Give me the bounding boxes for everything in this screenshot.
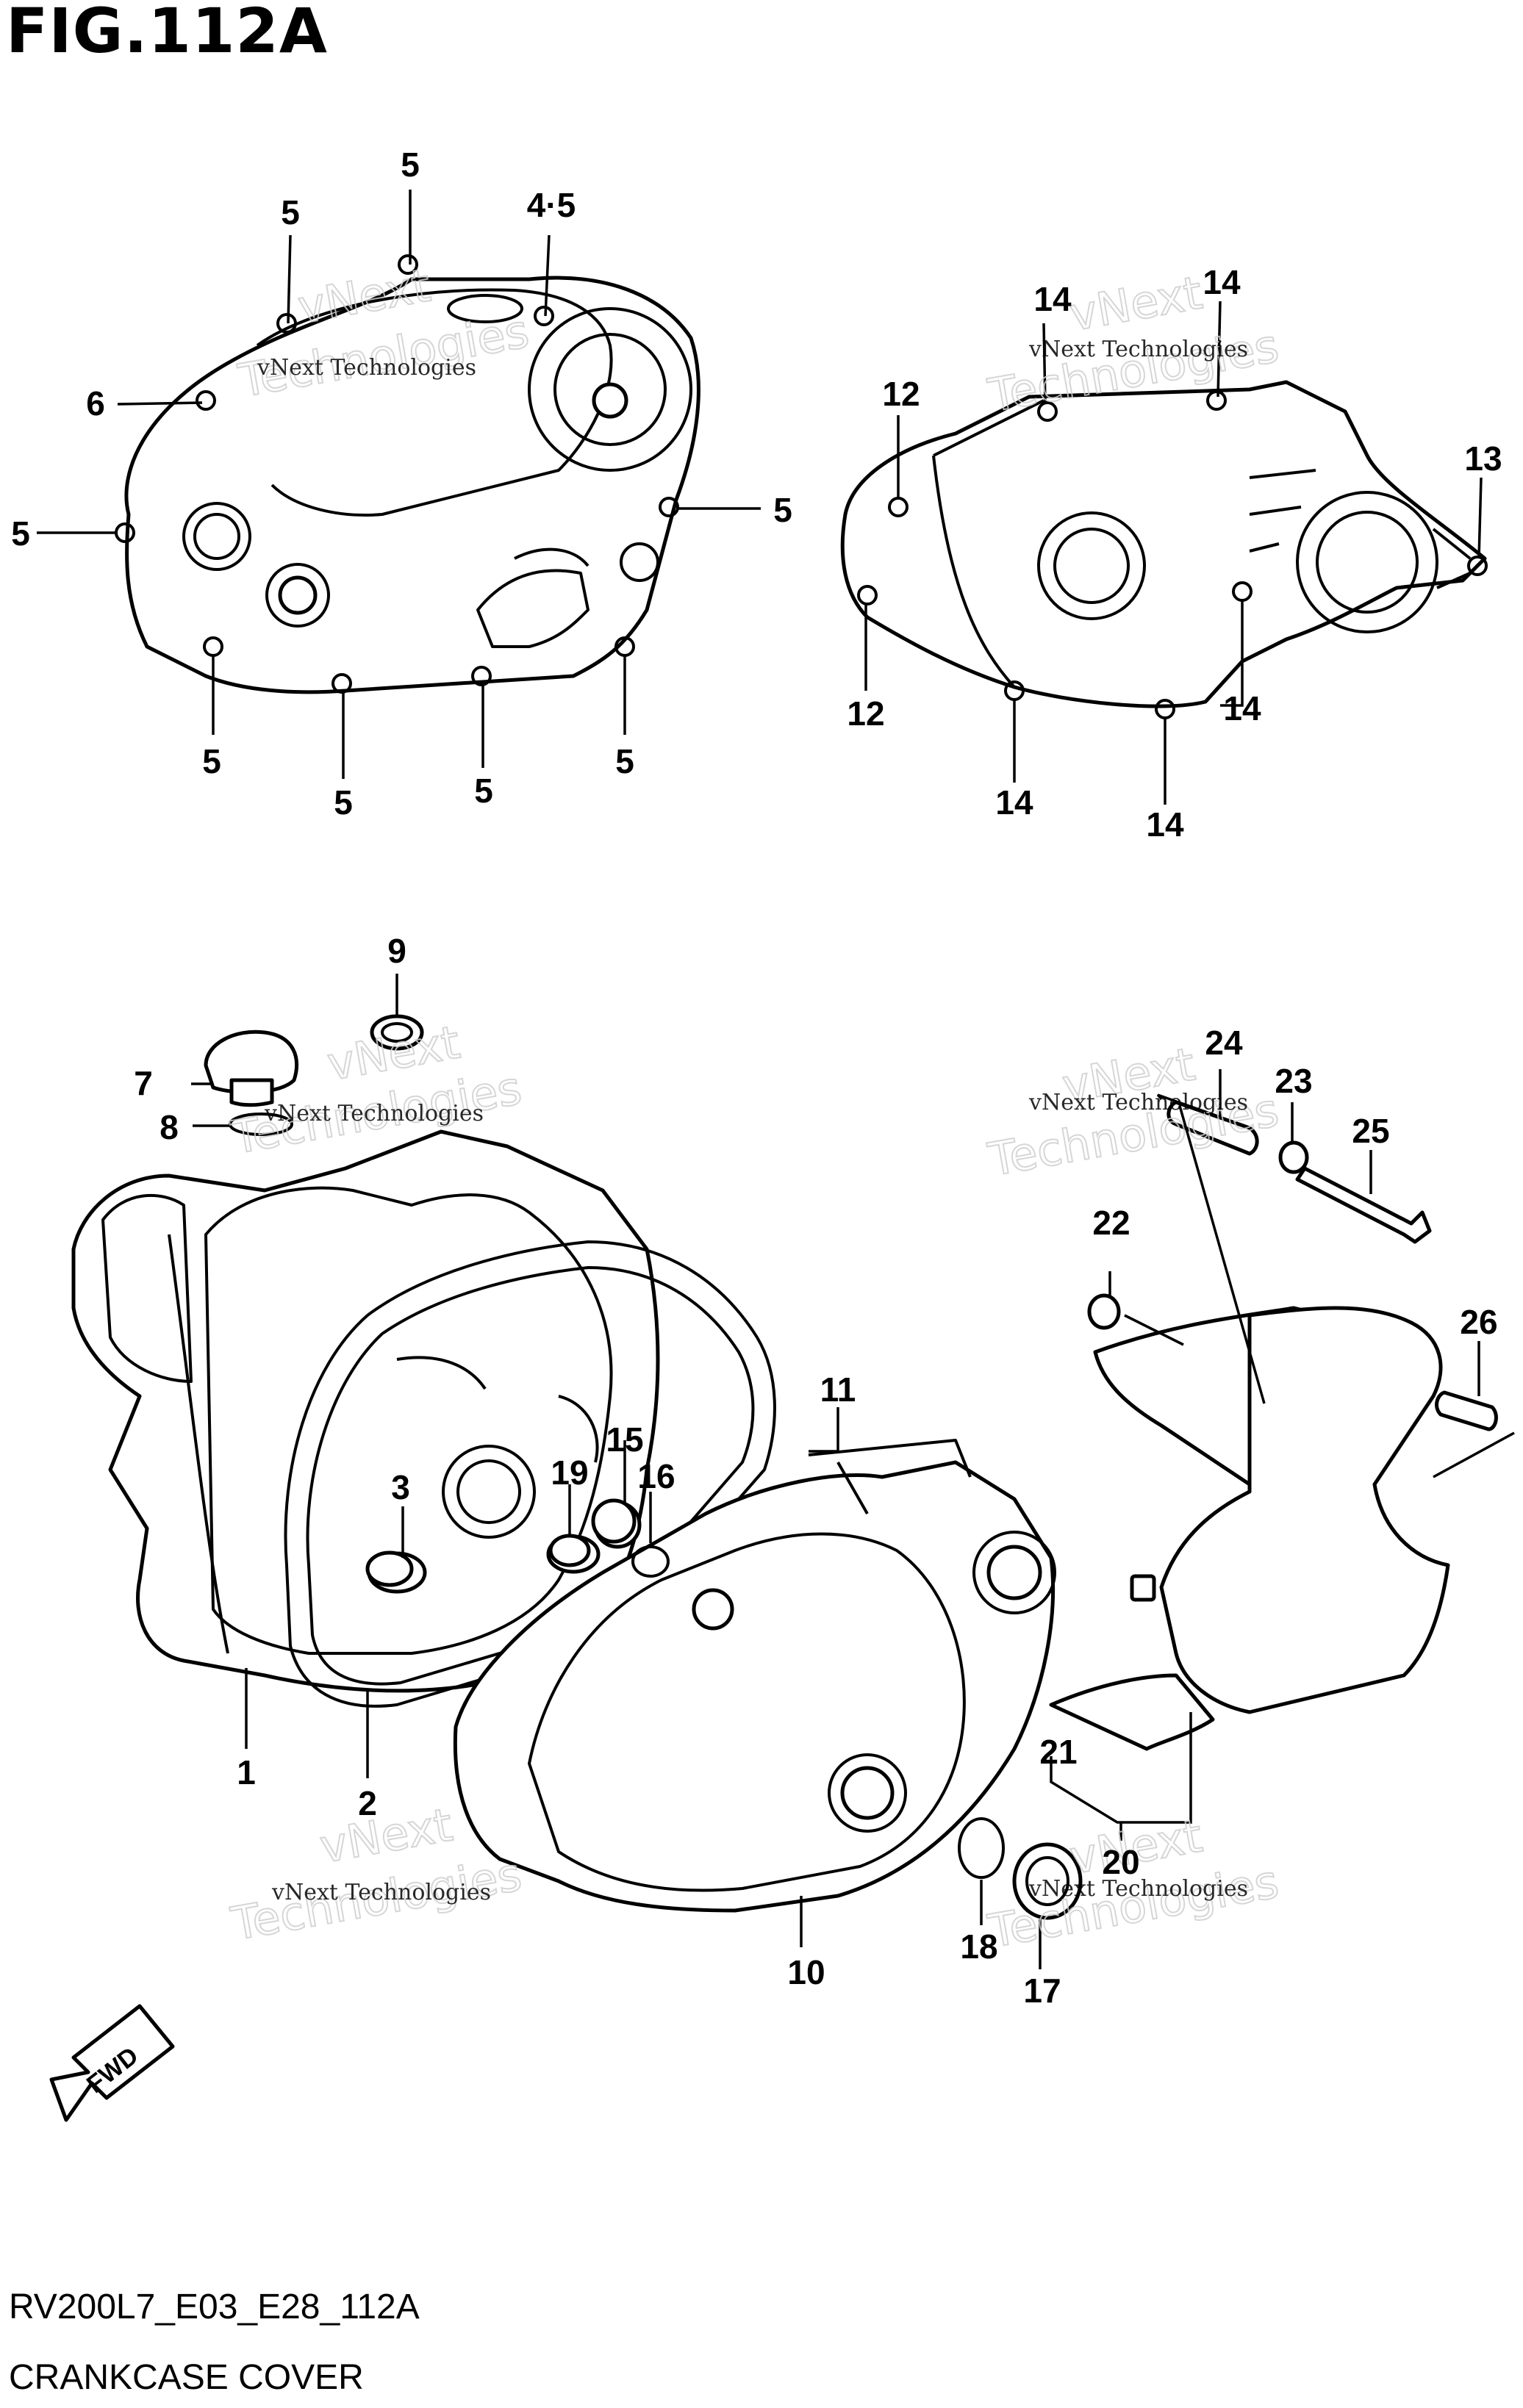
callout-5-bottom-2[interactable]: 5 [334, 783, 353, 822]
callout-5-bottom-3[interactable]: 5 [474, 772, 493, 810]
diagram-name: CRANKCASE COVER [9, 2358, 364, 2397]
watermark-small-4: vNext Technologies [1028, 1090, 1248, 1115]
small-parts [204, 1014, 1498, 1920]
callout-10[interactable]: 10 [787, 1953, 825, 1991]
callout-12-bottom[interactable]: 12 [847, 694, 884, 733]
callout-22[interactable]: 22 [1092, 1204, 1130, 1242]
callout-4-5[interactable]: 4·5 [527, 186, 576, 224]
callout-15[interactable]: 15 [606, 1420, 643, 1459]
diagram-code: RV200L7_E03_E28_112A [9, 2287, 420, 2326]
callout-13[interactable]: 13 [1464, 439, 1502, 478]
callout-5-upper-left[interactable]: 5 [281, 193, 300, 231]
callout-12-top[interactable]: 12 [882, 375, 920, 413]
callout-14-bottom-1[interactable]: 14 [995, 783, 1033, 822]
callout-6[interactable]: 6 [86, 384, 105, 423]
callout-1[interactable]: 1 [237, 1753, 256, 1791]
protector-cover-20 [1049, 1306, 1450, 1751]
watermark-small-5: vNext Technologies [271, 1880, 491, 1905]
callout-25[interactable]: 25 [1352, 1112, 1389, 1150]
clutch-cover-10 [453, 1439, 1056, 1913]
clutch-cover-top [115, 254, 700, 694]
callout-17[interactable]: 17 [1023, 1972, 1061, 2010]
callout-5-right[interactable]: 5 [773, 491, 792, 529]
callout-18[interactable]: 18 [960, 1927, 997, 1966]
watermark-big-2b: vNext [1066, 265, 1206, 341]
magneto-cover-top [840, 380, 1488, 719]
callout-8[interactable]: 8 [160, 1108, 179, 1146]
callout-19[interactable]: 19 [551, 1453, 588, 1492]
fwd-arrow: FWD [49, 2004, 175, 2122]
callout-21[interactable]: 21 [1039, 1733, 1077, 1771]
callout-5-left[interactable]: 5 [11, 514, 30, 553]
callout-11[interactable]: 11 [820, 1370, 856, 1409]
callout-7[interactable]: 7 [134, 1064, 153, 1102]
callouts: 5 5 4·5 6 5 5 5 5 5 5 14 14 12 13 12 14 … [11, 145, 1502, 2010]
callout-23[interactable]: 23 [1275, 1062, 1312, 1100]
callout-16[interactable]: 16 [637, 1457, 675, 1495]
callout-14-right[interactable]: 14 [1223, 689, 1261, 727]
leaders-bottom [191, 974, 1515, 1969]
figure-title: FIG.112A [6, 0, 328, 67]
callout-3[interactable]: 3 [391, 1468, 410, 1506]
watermark-small-3: vNext Technologies [264, 1101, 484, 1126]
callout-26[interactable]: 26 [1460, 1303, 1497, 1341]
callout-14-bottom-2[interactable]: 14 [1146, 805, 1184, 844]
callout-5-bottom-4[interactable]: 5 [615, 742, 634, 780]
callout-5-bottom-1[interactable]: 5 [202, 742, 221, 780]
watermark-small-1: vNext Technologies [257, 355, 476, 381]
leaders-top-right [864, 301, 1483, 805]
callout-14-top-2[interactable]: 14 [1203, 263, 1241, 301]
callout-9[interactable]: 9 [387, 932, 406, 970]
watermark-small-6: vNext Technologies [1028, 1876, 1248, 1902]
leaders-top-left [37, 190, 761, 779]
callout-24[interactable]: 24 [1205, 1024, 1243, 1062]
callout-2[interactable]: 2 [358, 1784, 377, 1822]
callout-14-top-1[interactable]: 14 [1033, 280, 1072, 318]
watermark-small-2: vNext Technologies [1028, 337, 1248, 362]
callout-20[interactable]: 20 [1102, 1843, 1139, 1881]
callout-5-top[interactable]: 5 [401, 145, 420, 184]
